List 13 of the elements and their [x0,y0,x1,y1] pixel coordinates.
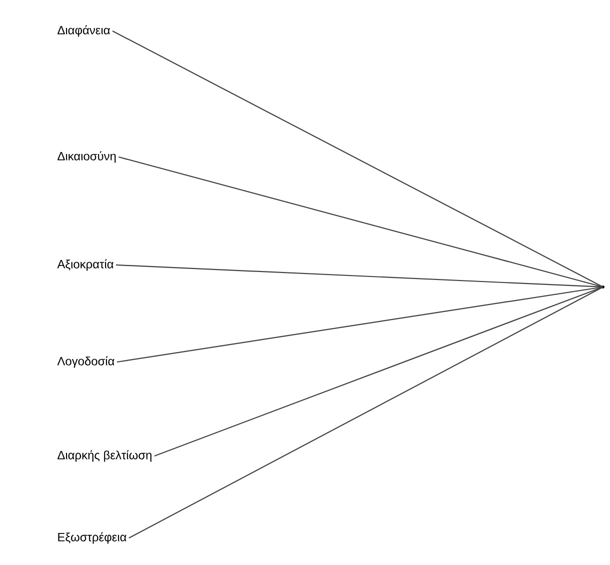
connector-line [128,286,604,538]
connector-line [118,156,604,288]
item-label: Δικαιοσύνη [58,151,116,163]
item-label: Διαρκής βελτίωση [58,450,152,462]
item-label: Εξωστρέφεια [58,532,126,544]
convergence-point [602,285,604,288]
item-label: Λογοδοσία [57,356,114,368]
item-label: Αξιοκρατία [57,259,114,271]
connector-line [154,286,604,456]
connector-line [112,30,604,288]
connector-line [116,286,604,363]
item-label: Διαφάνεια [58,25,110,37]
connector-line [116,264,604,288]
